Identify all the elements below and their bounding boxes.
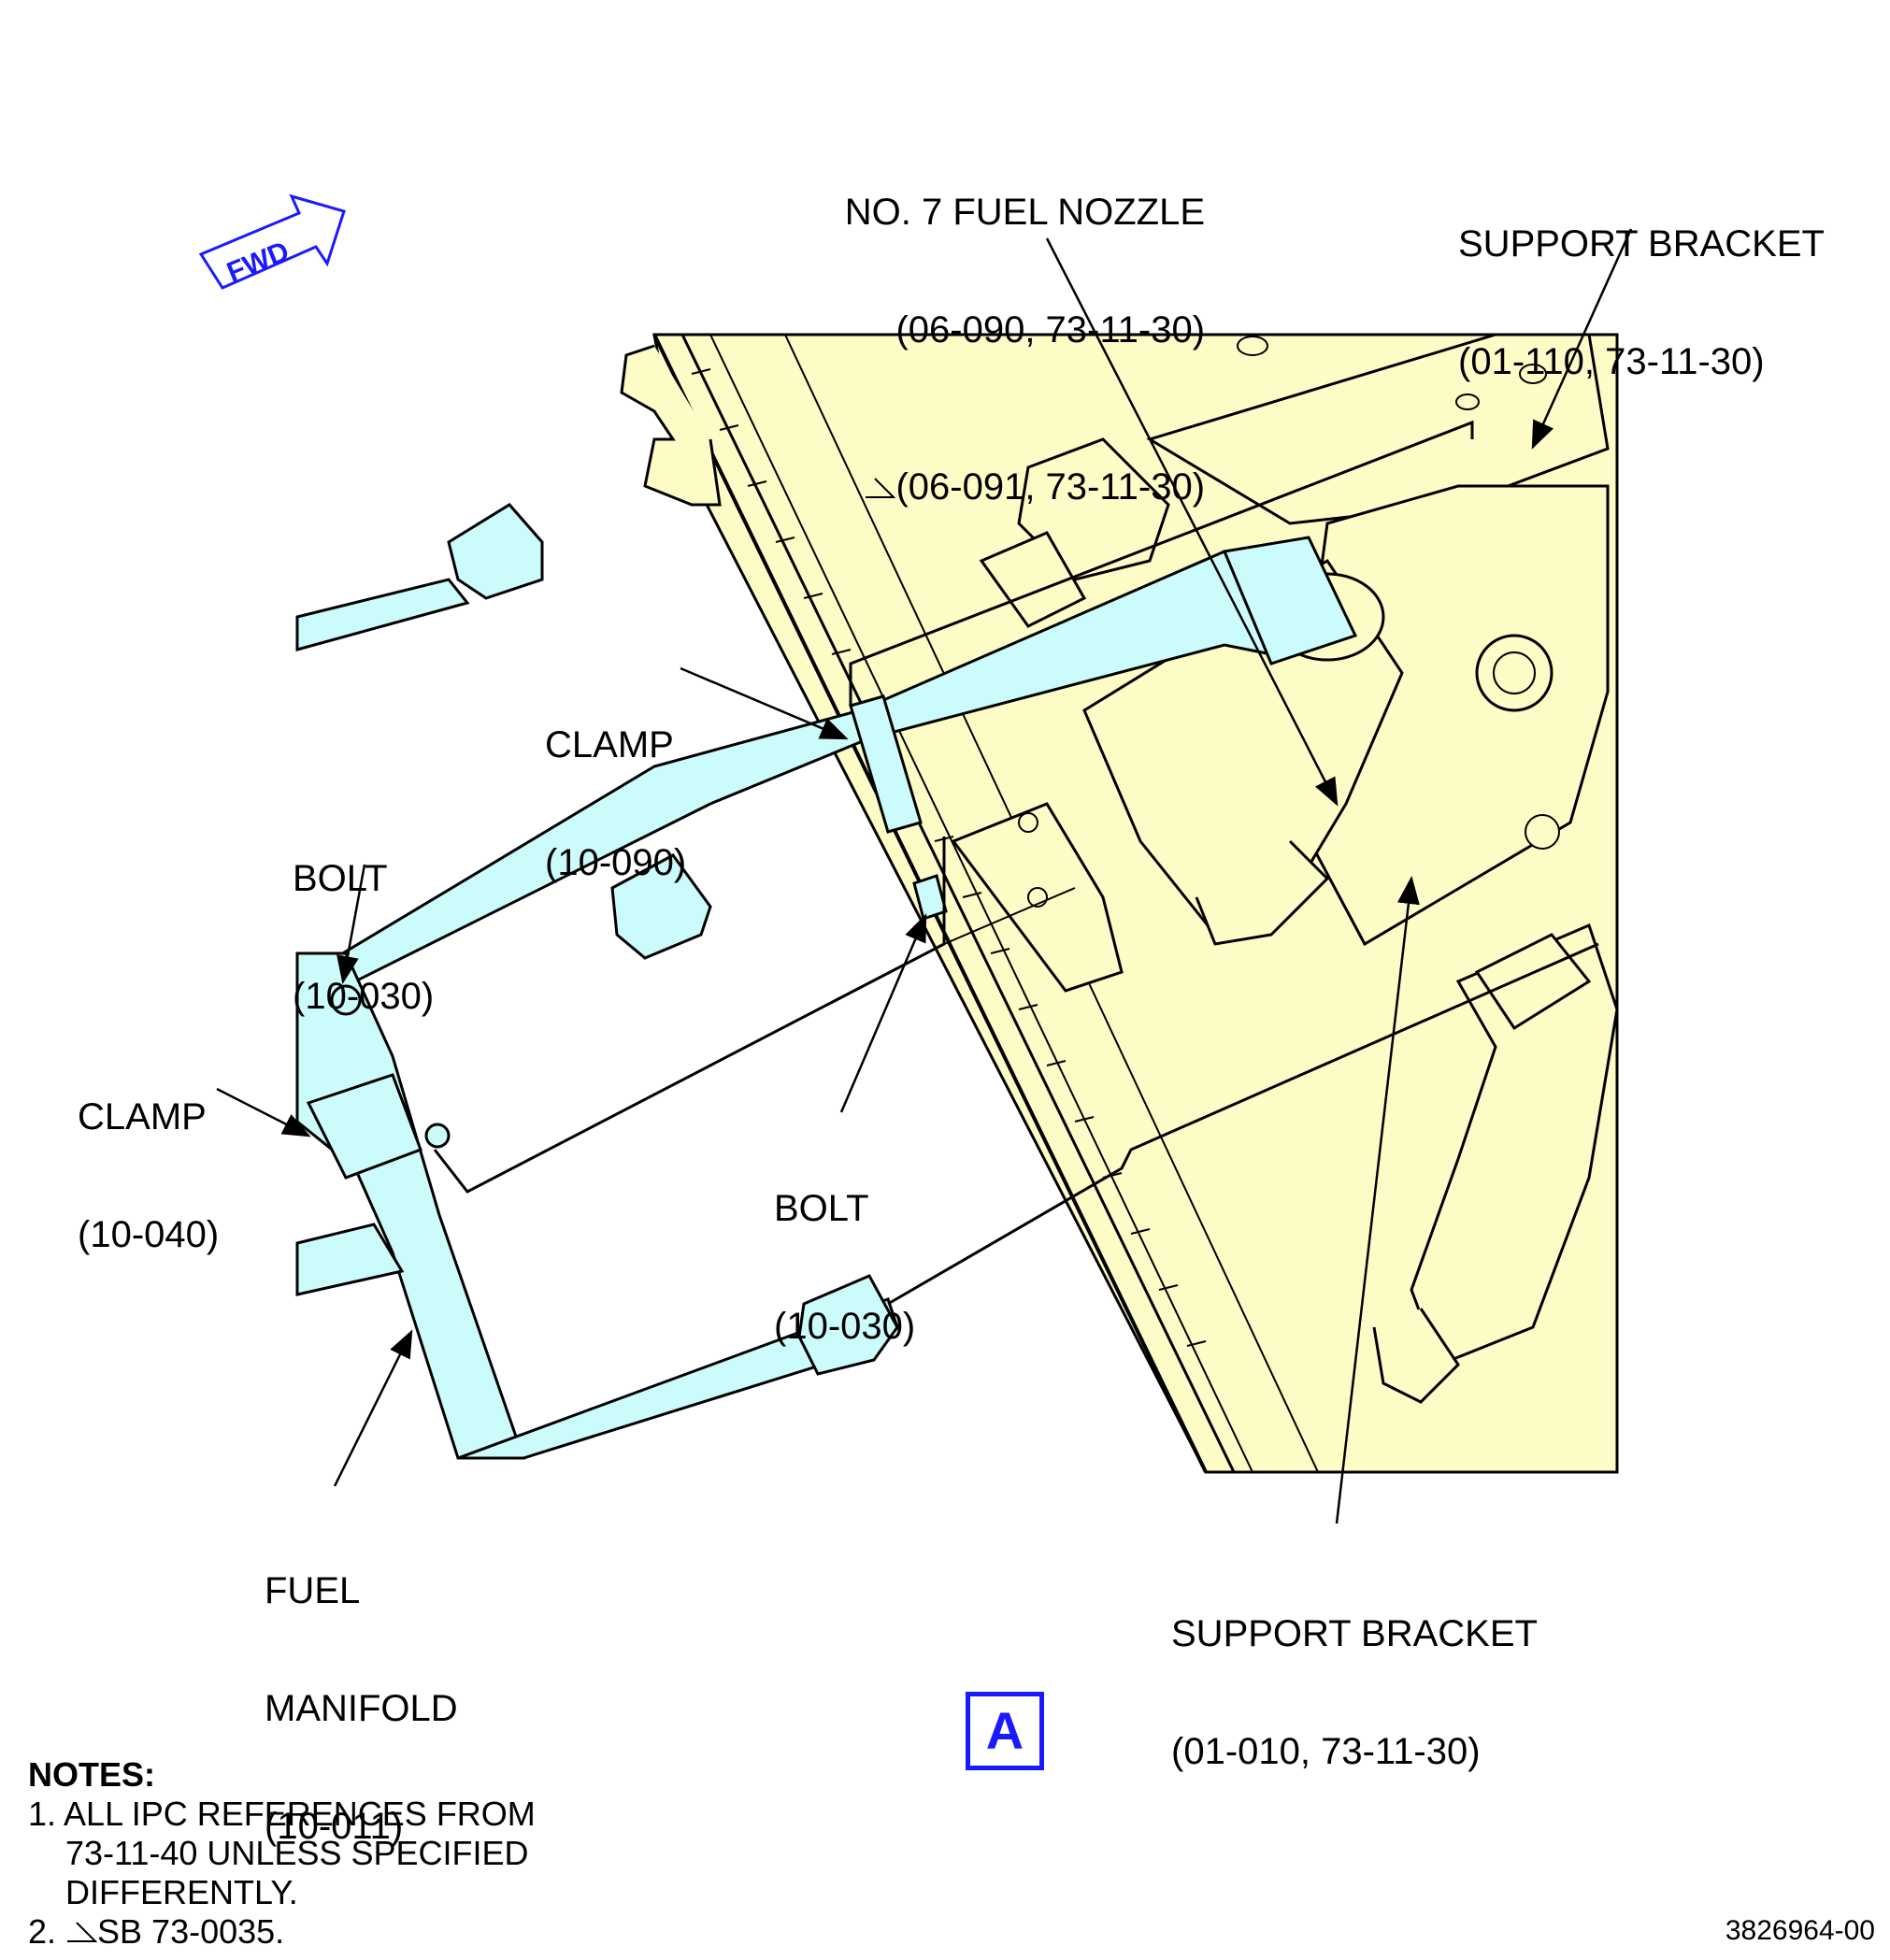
- callout-fuel-manifold-line1: FUEL: [265, 1570, 361, 1611]
- sb-flag-icon: [866, 478, 896, 498]
- callout-clamp-left-ref: (10-040): [78, 1214, 220, 1255]
- callout-clamp-upper-title: CLAMP: [545, 724, 674, 765]
- callout-nozzle: NO. 7 FUEL NOZZLE (06-090, 73-11-30) (06…: [823, 114, 1205, 585]
- callout-support-bracket-bottom-title: SUPPORT BRACKET: [1171, 1613, 1538, 1654]
- callout-bolt-left-ref: (10-030): [293, 976, 435, 1017]
- callout-fuel-manifold-line2: MANIFOLD: [265, 1688, 458, 1729]
- callout-clamp-left: CLAMP (10-040): [78, 1019, 219, 1294]
- callout-bolt-center-ref: (10-030): [774, 1306, 916, 1347]
- callout-clamp-upper: CLAMP (10-090): [545, 647, 686, 922]
- callout-nozzle-title: NO. 7 FUEL NOZZLE: [844, 192, 1206, 233]
- callout-support-bracket-bottom: SUPPORT BRACKET (01-010, 73-11-30): [1171, 1536, 1538, 1810]
- notes-block: NOTES: 1. ALL IPC REFERENCES FROM 73-11-…: [28, 1755, 536, 1952]
- fwd-arrow: [198, 193, 346, 290]
- view-label-box: A: [966, 1692, 1044, 1770]
- note-1-line2: 73-11-40 UNLESS SPECIFIED: [65, 1834, 529, 1872]
- note-2-prefix: 2.: [28, 1912, 66, 1951]
- callout-support-bracket-bottom-ref: (01-010, 73-11-30): [1171, 1731, 1481, 1772]
- note-2-text: SB 73-0035.: [97, 1912, 285, 1951]
- callout-fuel-manifold: FUEL MANIFOLD (10-011): [265, 1493, 458, 1885]
- callout-bolt-left-title: BOLT: [293, 858, 388, 899]
- callout-clamp-left-title: CLAMP: [78, 1096, 207, 1137]
- callout-support-bracket-top: SUPPORT BRACKET (01-110, 73-11-30): [1458, 146, 1825, 421]
- note-1-line1: 1. ALL IPC REFERENCES FROM: [28, 1795, 536, 1833]
- callout-fuel-manifold-ref: (10-011): [265, 1806, 404, 1847]
- callout-clamp-upper-ref: (10-090): [545, 842, 687, 883]
- callout-support-bracket-top-ref: (01-110, 73-11-30): [1458, 341, 1765, 382]
- note-1-line3: DIFFERENTLY.: [65, 1873, 298, 1911]
- sb-flag-icon: [67, 1922, 98, 1942]
- callout-support-bracket-top-title: SUPPORT BRACKET: [1458, 223, 1825, 265]
- callout-nozzle-ref2-row: (06-091, 73-11-30): [823, 428, 1205, 546]
- callout-bolt-center: BOLT (10-030): [774, 1110, 915, 1385]
- fuel-tubes: [295, 503, 1358, 1460]
- callout-bolt-center-title: BOLT: [774, 1188, 869, 1229]
- callout-nozzle-ref2: (06-091, 73-11-30): [895, 466, 1206, 508]
- callout-nozzle-ref1: (06-090, 73-11-30): [895, 309, 1206, 351]
- view-boundary: [850, 421, 1473, 706]
- document-number: 3826964-00: [1725, 1915, 1875, 1946]
- leader-lines: [216, 228, 1633, 1524]
- note-2: 2. SB 73-0035.: [28, 1912, 536, 1952]
- notes-heading: NOTES:: [28, 1755, 156, 1794]
- callout-bolt-left: BOLT (10-030): [293, 780, 434, 1055]
